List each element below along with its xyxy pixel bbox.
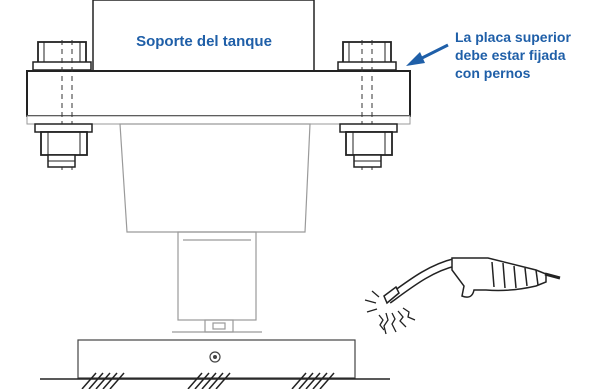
note-line: con pernos (455, 65, 531, 81)
tank-support-block (92, 0, 315, 73)
tank-support-label: Soporte del tanque (136, 33, 272, 50)
bolt-icon (32, 40, 93, 170)
load-cell-body (119, 123, 311, 333)
note-line: La placa superior (455, 29, 571, 45)
welding-torch-icon (383, 257, 561, 305)
sparks-icon (364, 290, 416, 335)
top-plate (26, 70, 411, 125)
bolted-plate-note: La placa superior debe estar fijada con … (455, 28, 605, 82)
ground-hatch-icon (40, 372, 390, 389)
base-plate (77, 339, 356, 379)
note-line: debe estar fijada (455, 47, 566, 63)
bolt-icon (337, 40, 398, 170)
arrow-icon (406, 43, 449, 66)
